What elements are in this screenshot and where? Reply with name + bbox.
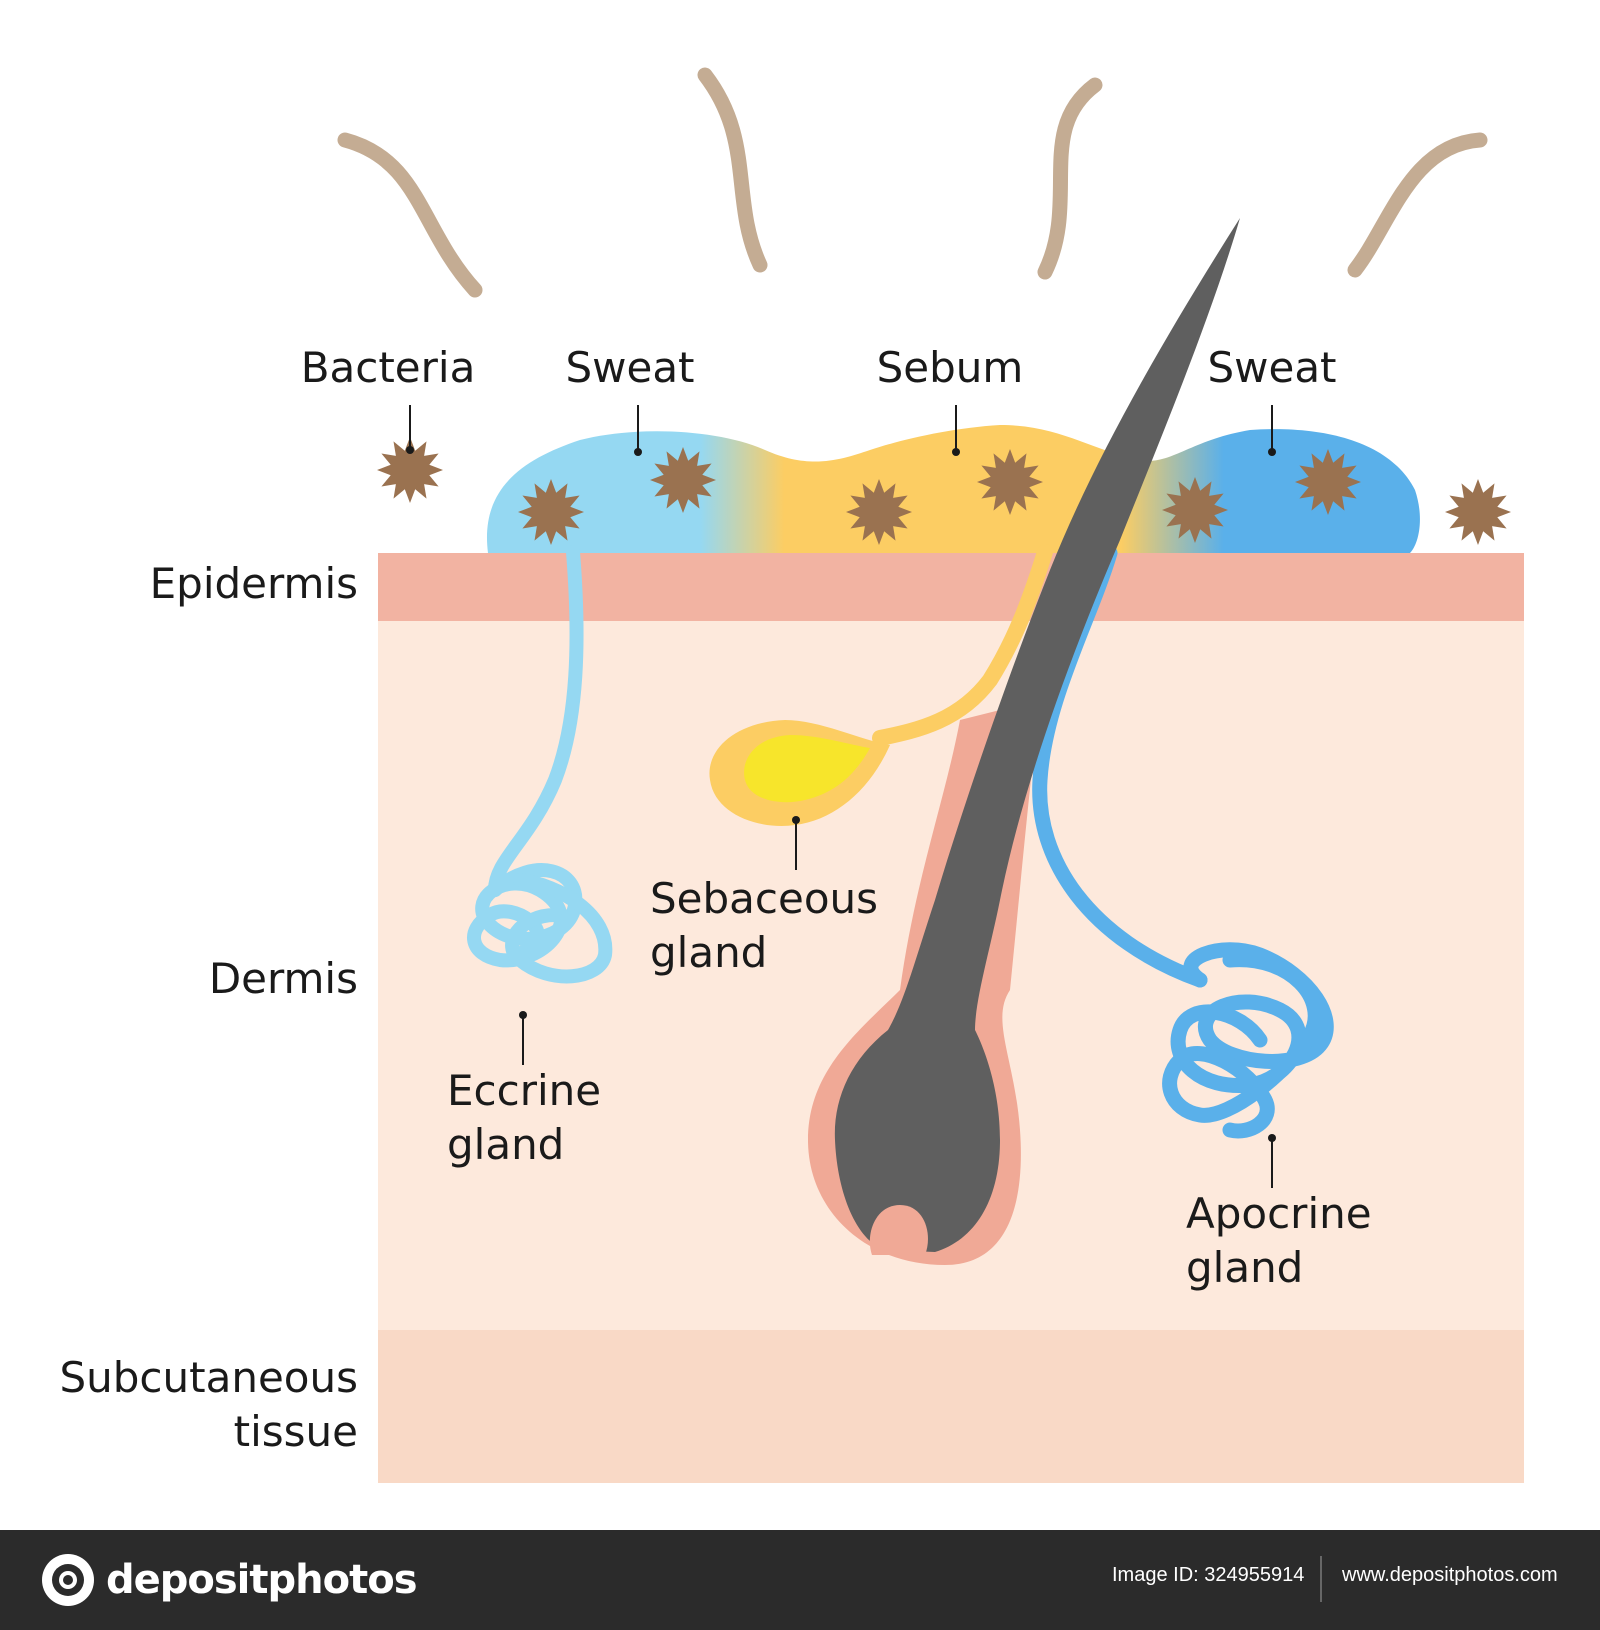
bacterium-icon xyxy=(650,447,716,513)
label-sweat-eccrine: Sweat xyxy=(565,343,694,392)
label-epidermis: Epidermis xyxy=(150,559,358,608)
bacterium-icon xyxy=(977,449,1043,515)
footer-brand: depositphotos xyxy=(40,1552,418,1608)
label-apocrine: Apocrine xyxy=(1186,1189,1372,1238)
label-bacteria: Bacteria xyxy=(301,343,476,392)
odor-wisp xyxy=(1347,132,1488,278)
hair-shaft xyxy=(834,218,1240,1252)
eccrine-gland xyxy=(467,545,613,984)
label-eccrine-2: gland xyxy=(447,1120,564,1169)
odor-wisp xyxy=(1037,77,1103,280)
bacterium-icon xyxy=(1295,449,1361,515)
odor-wisps xyxy=(337,67,1488,298)
bacterium-icon xyxy=(518,479,584,545)
label-sebum: Sebum xyxy=(877,343,1024,392)
sebaceous-core xyxy=(744,735,870,803)
bacterium-icon xyxy=(846,479,912,545)
image-id: Image ID: 324955914 xyxy=(1112,1564,1305,1586)
surface-film xyxy=(486,425,1420,553)
hair-papilla xyxy=(869,1205,928,1255)
footer-divider xyxy=(1320,1556,1322,1602)
label-dermis: Dermis xyxy=(209,954,358,1003)
label-sweat-apocrine: Sweat xyxy=(1207,343,1336,392)
sebaceous-duct xyxy=(872,544,1053,746)
footer-bar: depositphotos Image ID: 324955914 www.de… xyxy=(0,1530,1600,1630)
bacterium-icon xyxy=(1445,479,1511,545)
label-subcutaneous-2: tissue xyxy=(234,1407,358,1456)
bacterium-icon xyxy=(1162,477,1228,543)
odor-wisp xyxy=(337,132,483,298)
epidermis-layer xyxy=(378,553,1524,621)
label-eccrine: Eccrine xyxy=(447,1066,601,1115)
label-apocrine-2: gland xyxy=(1186,1243,1303,1292)
leader-lines xyxy=(406,405,1276,1188)
bacteria-group xyxy=(377,437,1511,545)
site-url: www.depositphotos.com xyxy=(1342,1564,1558,1586)
odor-wisp xyxy=(697,67,768,273)
camera-logo-icon xyxy=(42,1554,94,1606)
brand-name: depositphotos xyxy=(106,1557,418,1603)
label-sebaceous: Sebaceous xyxy=(650,874,878,923)
label-sebaceous-2: gland xyxy=(650,928,767,977)
label-subcutaneous: Subcutaneous xyxy=(59,1353,358,1402)
subcutaneous-layer xyxy=(378,1330,1524,1483)
bacterium-icon xyxy=(377,437,443,503)
